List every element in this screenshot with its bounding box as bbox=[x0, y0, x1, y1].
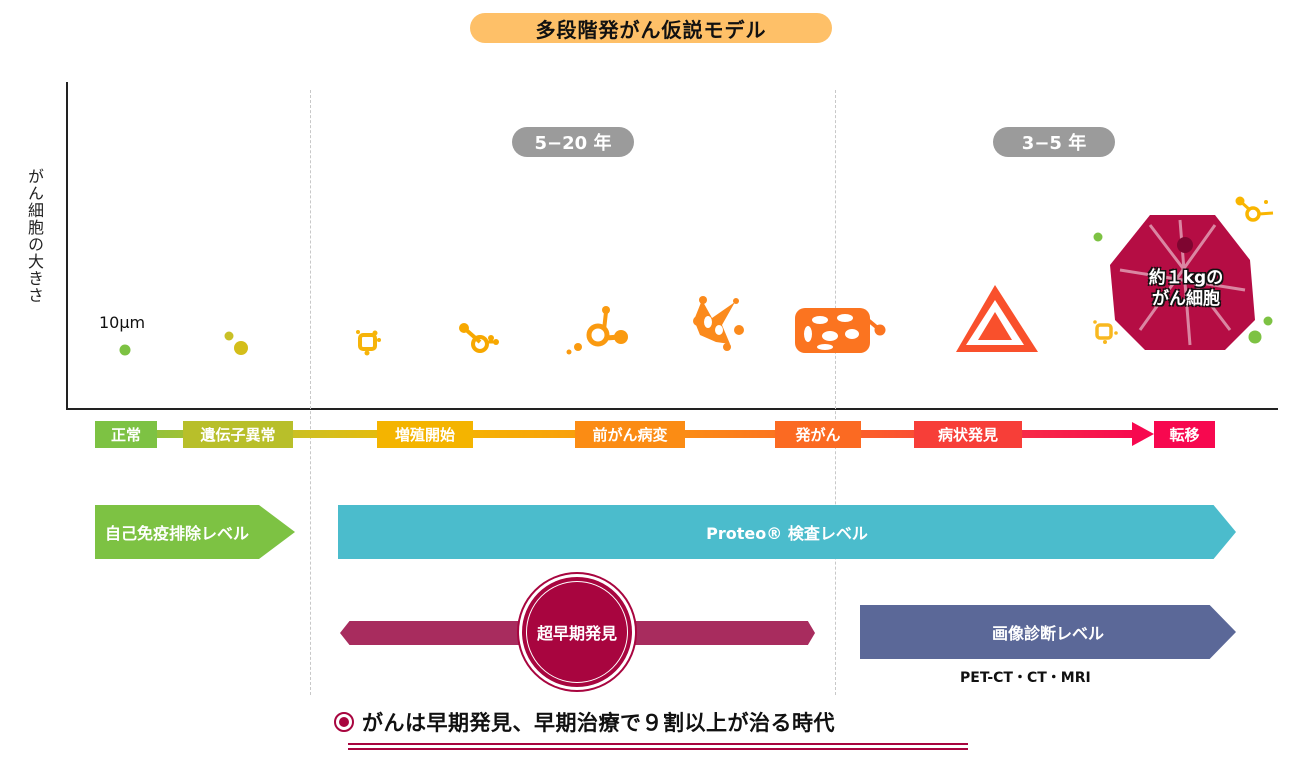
period-badge-3-5: 3−5 年 bbox=[993, 127, 1115, 157]
immune-elimination-label: 自己免疫排除レベル bbox=[105, 524, 250, 543]
network-cell-icon bbox=[693, 296, 744, 351]
x-axis bbox=[66, 408, 1278, 410]
stage-proliferation: 増殖開始 bbox=[377, 421, 473, 448]
bullet-circle-icon bbox=[334, 712, 354, 732]
stage-precancer: 前がん病変 bbox=[575, 421, 685, 448]
arrow-right-icon bbox=[1132, 422, 1154, 446]
stage-gene-abnormality: 遺伝子異常 bbox=[183, 421, 293, 448]
period-badge-5-20: 5−20 年 bbox=[512, 127, 634, 157]
stage-metastasis: 転移 bbox=[1154, 421, 1215, 448]
divider-line-left bbox=[310, 90, 311, 695]
triangle-tumor-icon bbox=[956, 285, 1038, 352]
size-label: 10μm bbox=[99, 313, 146, 332]
imaging-diagnosis-level: 画像診断レベル bbox=[860, 605, 1236, 659]
imaging-diagnosis-label: 画像診断レベル bbox=[991, 624, 1104, 643]
underline-bottom bbox=[348, 748, 968, 750]
key-message-text: がんは早期発見、早期治療で９割以上が治る時代 bbox=[362, 711, 835, 735]
tumor-size-label-line1: 約１kgの bbox=[1148, 268, 1224, 288]
y-axis-label: がん細胞の大きさ bbox=[25, 168, 44, 304]
y-axis bbox=[66, 82, 68, 410]
stage-normal: 正常 bbox=[95, 421, 157, 448]
imaging-methods: PET-CT・CT・MRI bbox=[960, 670, 1091, 686]
immune-elimination-level: 自己免疫排除レベル bbox=[95, 505, 295, 559]
mesh-cell-icon bbox=[795, 308, 886, 353]
tumor-size-label: 約１kgの がん細胞 bbox=[1136, 268, 1236, 310]
cell-illustrations bbox=[119, 196, 1274, 356]
divider-line-right bbox=[835, 90, 836, 695]
stage-symptom-detection: 病状発見 bbox=[914, 421, 1022, 448]
proteo-test-label: Proteo® 検査レベル bbox=[706, 524, 868, 543]
early-detection-label: 超早期発見 bbox=[536, 624, 617, 643]
single-cell-icon bbox=[119, 344, 131, 356]
early-detection-badge: 超早期発見 bbox=[522, 577, 632, 687]
tumor-size-label-line2: がん細胞 bbox=[1152, 289, 1220, 309]
large-tumor-icon bbox=[1110, 215, 1255, 350]
diagram-title: 多段階発がん仮説モデル bbox=[470, 13, 832, 43]
ring-cell-icon bbox=[566, 306, 628, 355]
stage-carcinogenesis: 発がん bbox=[775, 421, 861, 448]
underline-top bbox=[348, 743, 968, 745]
branching-cell-icon bbox=[459, 323, 499, 353]
two-cells-icon bbox=[224, 331, 248, 355]
proteo-test-level: Proteo® 検査レベル bbox=[338, 505, 1236, 559]
scattered-cells-icon bbox=[1093, 196, 1274, 344]
key-message: がんは早期発見、早期治療で９割以上が治る時代 bbox=[334, 707, 835, 737]
small-cluster-icon bbox=[356, 330, 381, 356]
